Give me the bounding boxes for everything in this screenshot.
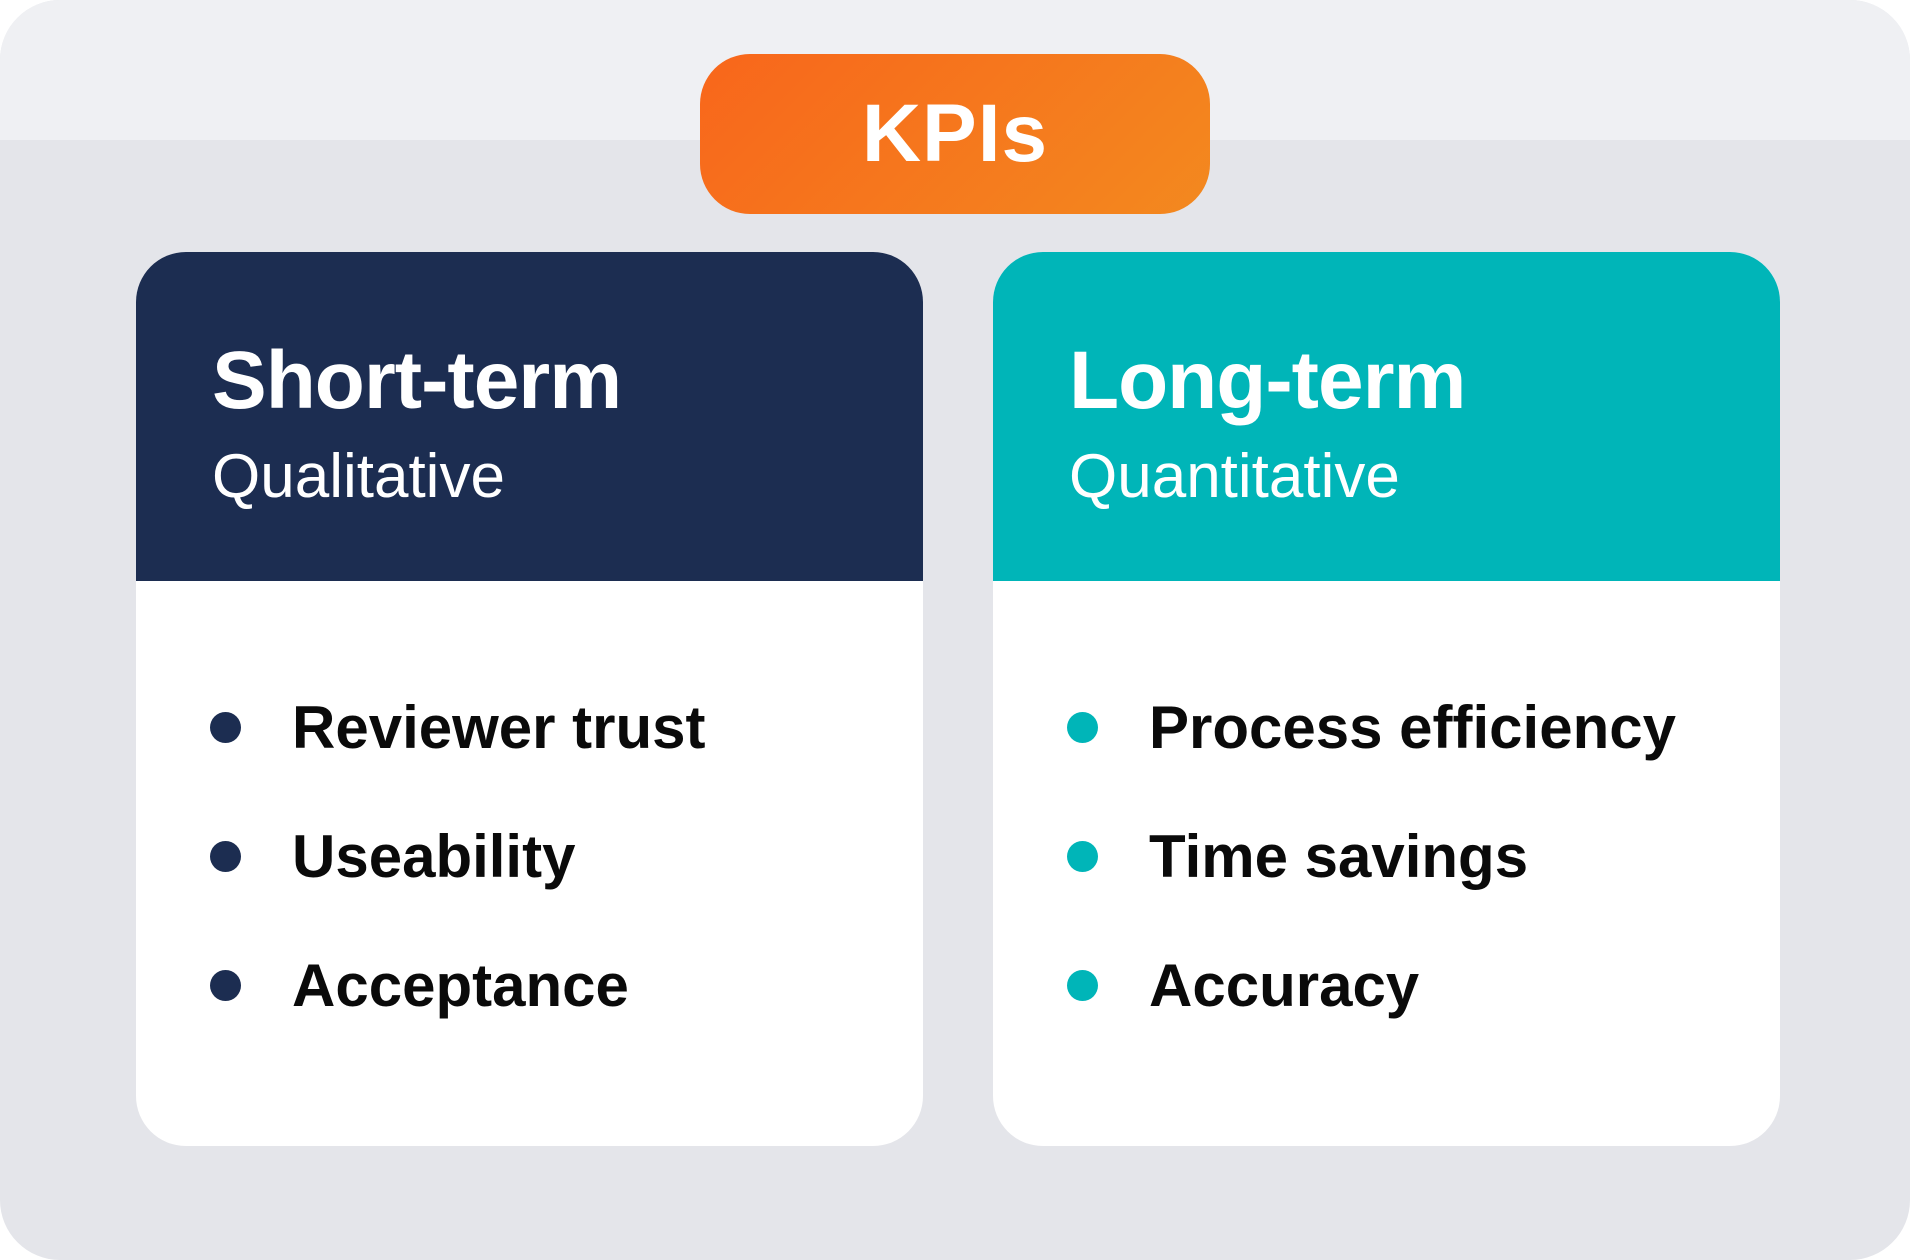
kpi-list: Reviewer trust Useability Acceptance [136, 581, 923, 1050]
bullet-icon [210, 841, 241, 872]
list-item: Reviewer trust [210, 663, 923, 792]
bullet-icon [1067, 712, 1098, 743]
short-term-card: Short-term Qualitative Reviewer trust Us… [136, 252, 923, 1146]
list-item: Time savings [1067, 792, 1780, 921]
item-label: Process efficiency [1149, 694, 1676, 761]
card-title: Short-term [212, 335, 622, 426]
item-label: Useability [292, 823, 576, 890]
kpi-list: Process efficiency Time savings Accuracy [993, 581, 1780, 1050]
card-header: Short-term Qualitative [136, 252, 923, 581]
item-label: Acceptance [292, 952, 629, 1019]
list-item: Acceptance [210, 921, 923, 1050]
list-item: Accuracy [1067, 921, 1780, 1050]
bullet-icon [210, 970, 241, 1001]
card-subtitle: Qualitative [212, 442, 505, 511]
long-term-card: Long-term Quantitative Process efficienc… [993, 252, 1780, 1146]
item-label: Time savings [1149, 823, 1529, 890]
item-label: Accuracy [1149, 952, 1420, 1019]
bullet-icon [1067, 970, 1098, 1001]
bullet-icon [210, 712, 241, 743]
card-header: Long-term Quantitative [993, 252, 1780, 581]
card-title: Long-term [1069, 335, 1466, 426]
card-subtitle: Quantitative [1069, 442, 1400, 511]
item-label: Reviewer trust [292, 694, 706, 761]
kpis-badge: KPIs [700, 54, 1210, 214]
list-item: Process efficiency [1067, 663, 1780, 792]
bullet-icon [1067, 841, 1098, 872]
list-item: Useability [210, 792, 923, 921]
